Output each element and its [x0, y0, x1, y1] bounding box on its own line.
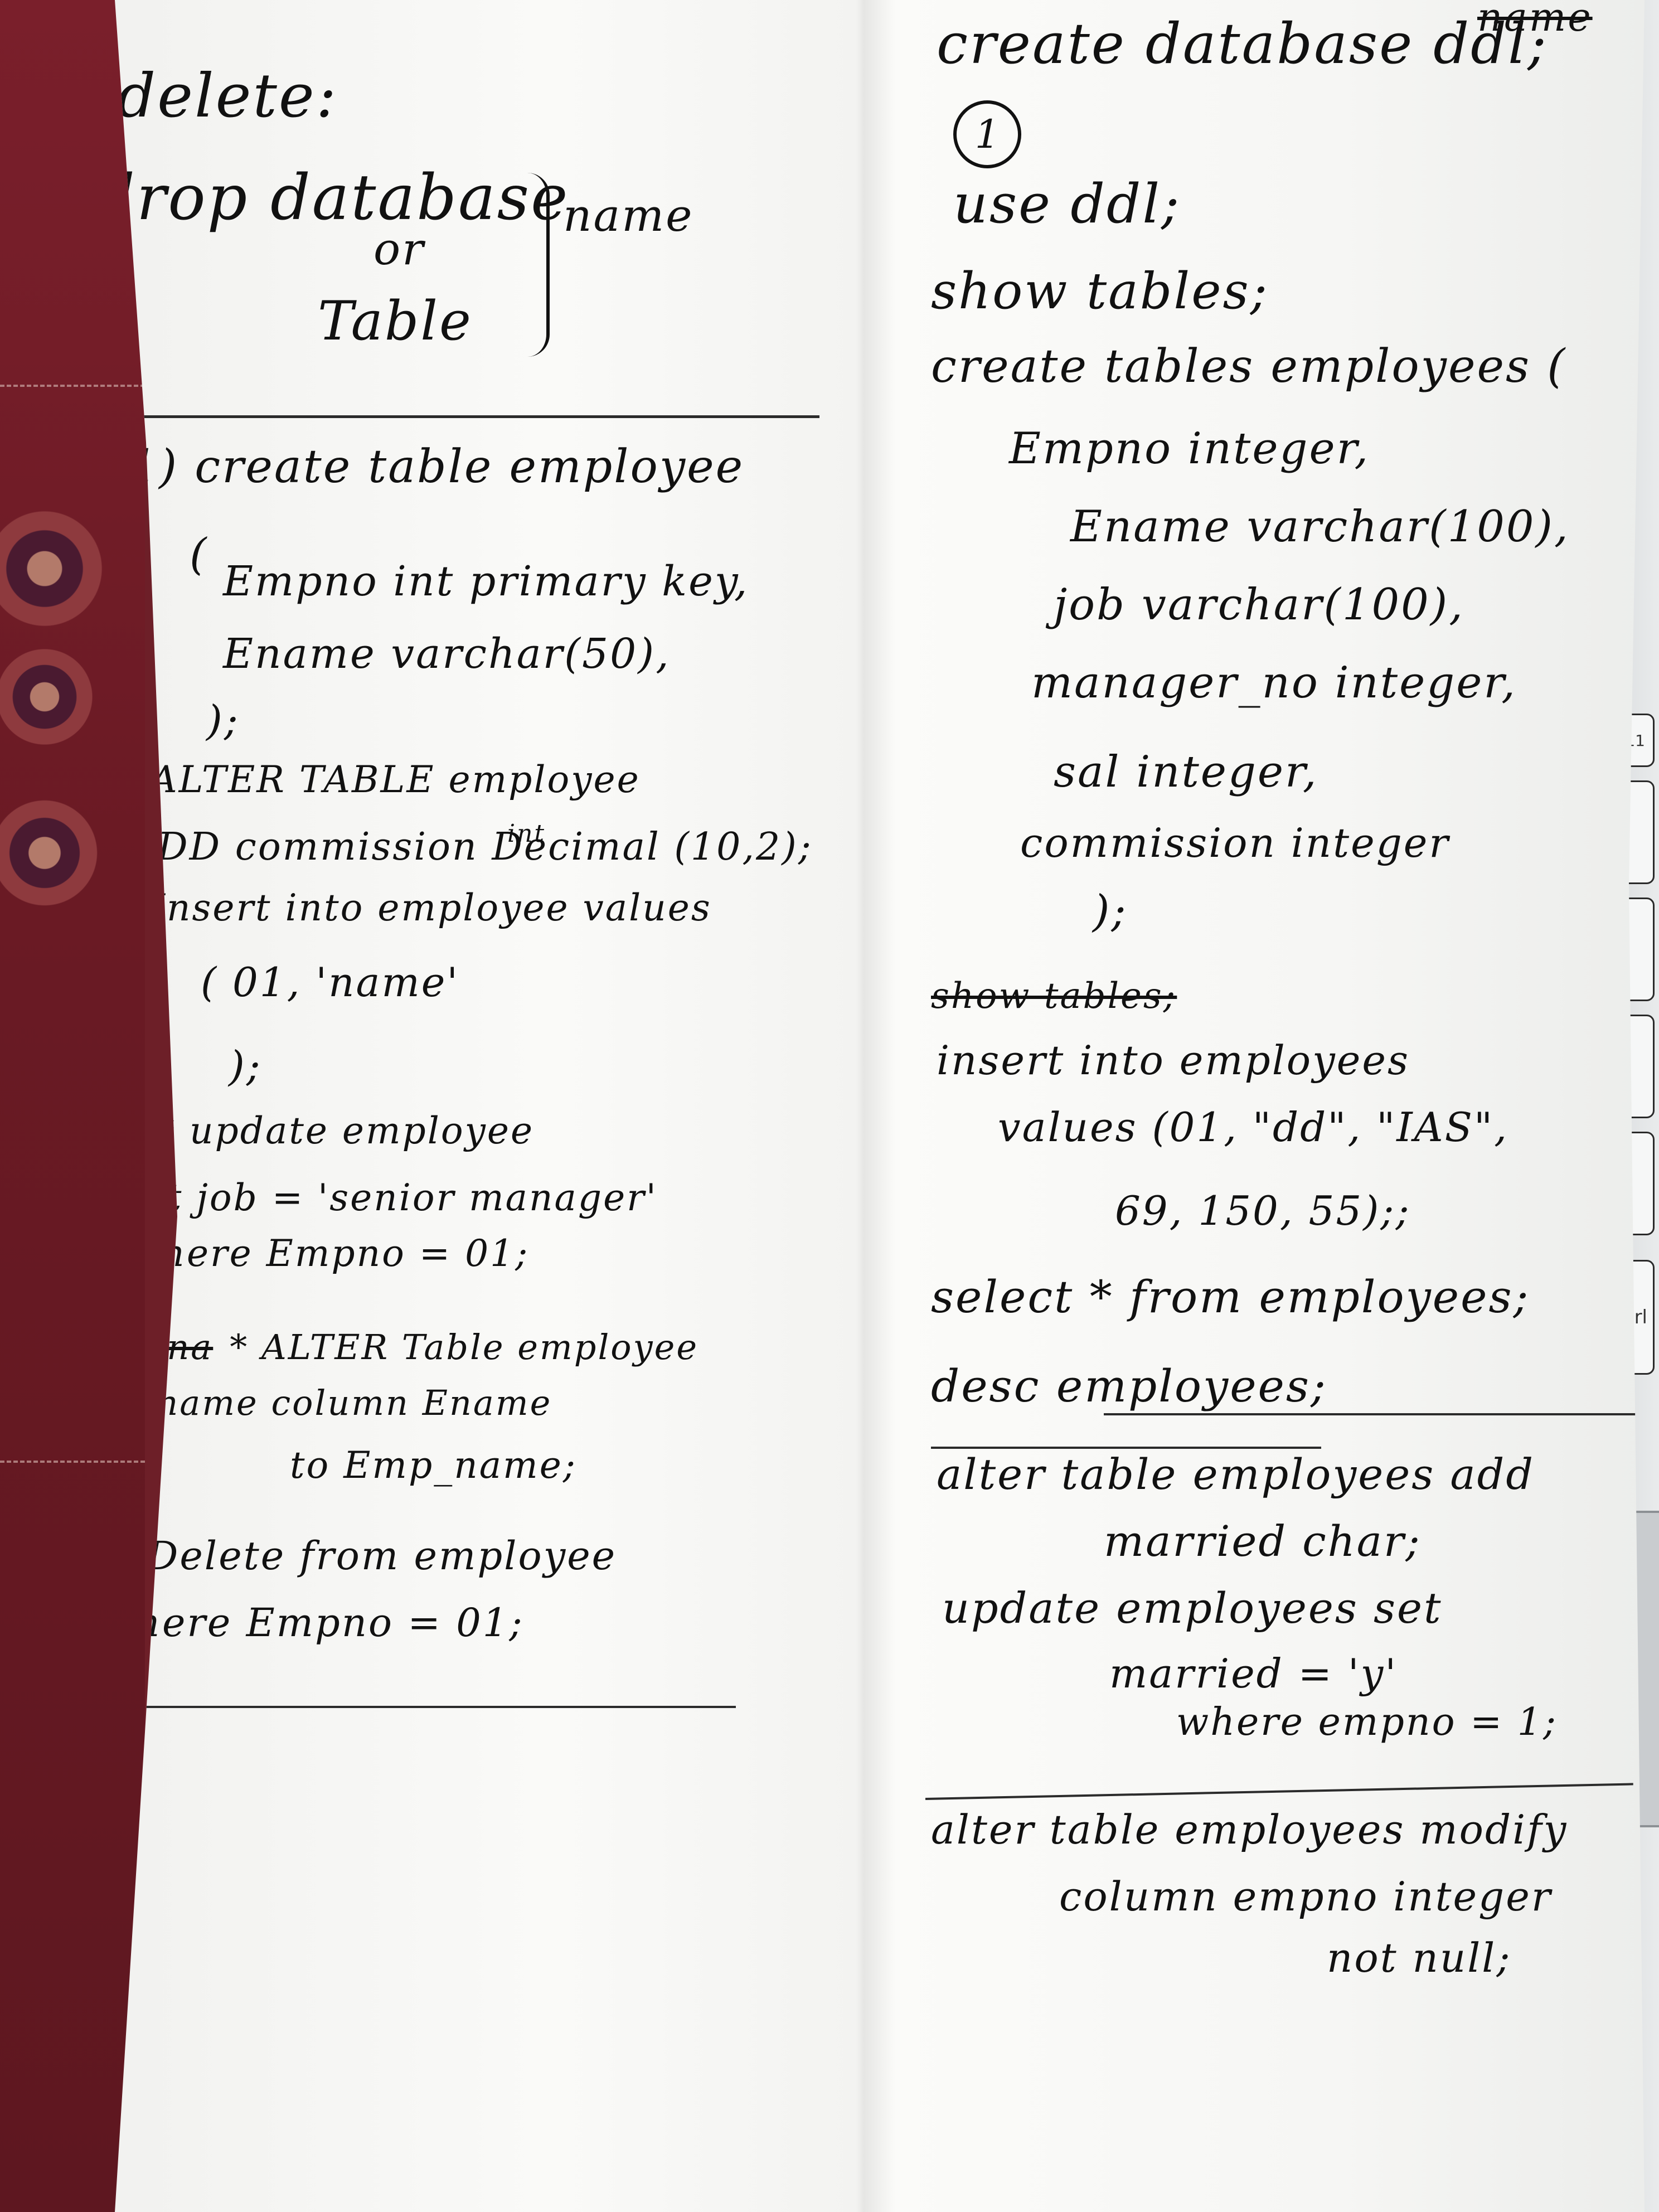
values-cont-line: 69, 150, 55);; [1115, 1187, 1411, 1234]
insert-into-line: insert into employees [937, 1037, 1410, 1084]
left-column: delete: drop database or Table name 1) c… [95, 0, 920, 2212]
brace-note: name [563, 190, 694, 241]
where-empno-line: where empno = 1; [1176, 1700, 1558, 1744]
use-ddl-line: use ddl; [953, 173, 1181, 235]
divider-line [115, 415, 819, 418]
underline [1104, 1413, 1645, 1415]
right-column: create database ddl; name 1 use ddl; sho… [920, 0, 1645, 2212]
married-char-line: married char; [1104, 1516, 1422, 1566]
strikethrough-text: name [1477, 0, 1593, 40]
create-table-line: 1) create table employee [128, 440, 745, 493]
alter-table-line: * ALTER TABLE employee [117, 758, 641, 801]
create-database-text: create database ddl; [937, 11, 1548, 76]
column-empno-line: column empno integer [1059, 1873, 1553, 1920]
floral-pattern [0, 641, 100, 753]
fabric-background [0, 0, 145, 2212]
int-insertion: int [507, 819, 546, 848]
desc-line: desc employees; [931, 1360, 1327, 1412]
curly-brace [524, 173, 550, 357]
create-tables-line: create tables employees ( [931, 340, 1567, 393]
where-line: where Empno = 01; [128, 1232, 530, 1275]
delete-where-line: where Empno = 01; [100, 1600, 524, 1646]
married-y-line: married = 'y' [1109, 1650, 1398, 1697]
alter-add-line: alter table employees add [937, 1449, 1535, 1499]
set-job-line: set job = 'senior manager' [123, 1176, 658, 1219]
fabric-stitch [0, 385, 145, 387]
add-commission-line: ADD commission Decimal (10,2); [128, 825, 813, 869]
insert-close: ); [229, 1042, 262, 1090]
update-set-line: update employees set [942, 1583, 1443, 1633]
values-line: values (01, "dd", "IAS", [998, 1104, 1508, 1151]
close-paren: ); [206, 697, 240, 745]
strikethrough-text: show tables; [931, 976, 1177, 1017]
sal-field: sal integer, [1054, 747, 1318, 797]
drop-database-line: drop database [95, 162, 570, 234]
notebook-page: delete: drop database or Table name 1) c… [95, 0, 1645, 2212]
insert-into-line: * Insert into employee values [117, 886, 712, 929]
floral-pattern [0, 502, 111, 636]
select-line: select * from employees; [931, 1271, 1530, 1323]
alter-rename-line: Rena* ALTER Table employee [117, 1327, 698, 1367]
create-database-line: create database ddl; [937, 11, 1548, 76]
insert-values: ( 01, 'name' [201, 959, 460, 1006]
empno-column: Empno int primary key, [223, 557, 749, 605]
delete-from-line: * Delete from employee [111, 1533, 617, 1579]
or-text: or [373, 223, 425, 275]
table-text: Table [318, 290, 473, 352]
floral-pattern [0, 792, 106, 914]
divider-line [925, 1783, 1633, 1800]
empno-field: Empno integer, [1009, 424, 1370, 474]
alter-modify-line: alter table employees modify [931, 1806, 1568, 1853]
manager-no-field: manager_no integer, [1031, 658, 1517, 708]
ename-column: Ename varchar(50), [223, 630, 671, 678]
divider-line [931, 1447, 1321, 1449]
ename-field: Ename varchar(100), [1070, 502, 1570, 552]
job-field: job varchar(100), [1054, 580, 1464, 630]
divider-line [115, 1706, 736, 1708]
close-paren: ); [1093, 886, 1128, 937]
rename-column-line: Rename column Ename [106, 1382, 552, 1423]
delete-heading: delete: [117, 61, 338, 131]
open-paren: ( [190, 530, 208, 580]
not-null-line: not null; [1327, 1934, 1512, 1981]
update-line: * update employee [156, 1109, 535, 1152]
to-emp-name-line: to Emp_name; [290, 1444, 577, 1487]
commission-field: commission integer [1020, 819, 1450, 866]
circled-number: 1 [953, 100, 1021, 168]
alter-rename-text: * ALTER Table employee [230, 1327, 699, 1367]
show-tables-line: show tables; [931, 262, 1269, 321]
fabric-stitch [0, 1461, 145, 1463]
